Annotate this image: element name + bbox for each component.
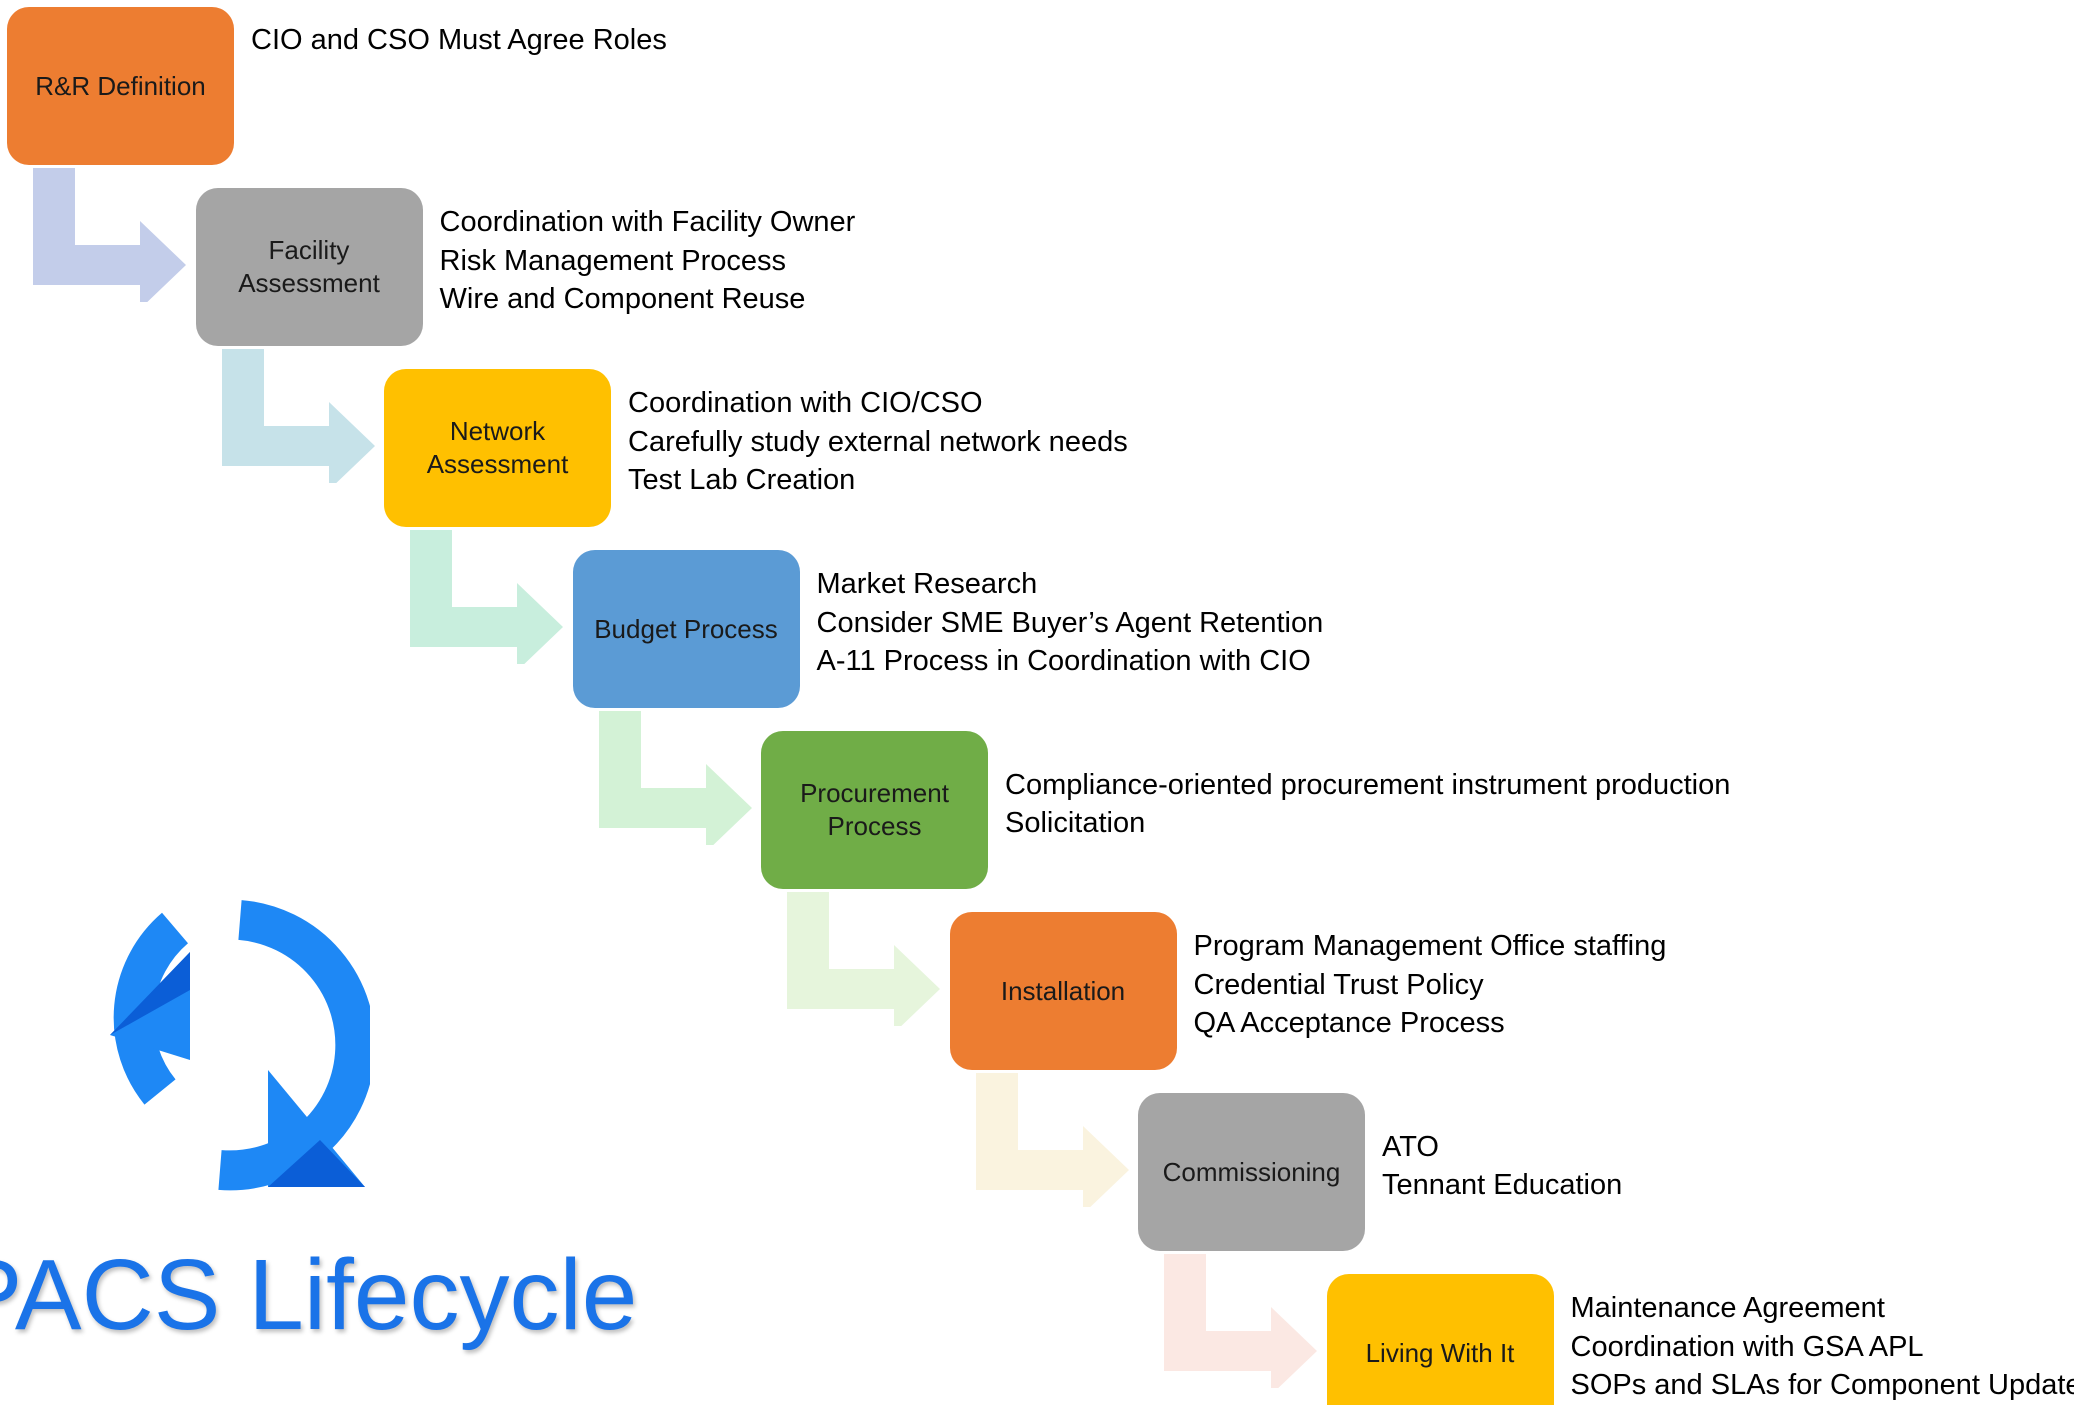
connector-arrow xyxy=(221,349,375,483)
step-label: Budget Process xyxy=(594,613,778,644)
note-item: CIO and CSO Must Agree Roles xyxy=(251,24,667,56)
connector-arrow xyxy=(787,892,940,1026)
note-item: Coordination with GSA APL xyxy=(1570,1330,1924,1363)
connector-arrow xyxy=(1164,1254,1317,1388)
note-item: SOPs and SLAs for Component Updates xyxy=(1570,1369,2074,1402)
step-box-living-with-it: Living With It xyxy=(1326,1274,1554,1405)
note-item: Coordination with CIO/CSO xyxy=(628,387,983,420)
note-item: Carefully study external network needs xyxy=(628,425,1128,458)
step-box-installation: Installation xyxy=(949,912,1177,1070)
note-item: Credential Trust Policy xyxy=(1193,968,1484,1001)
step-notes-commissioning: ATO Tennant Education xyxy=(1382,1128,1622,1205)
step-box-network-assessment: Network Assessment xyxy=(384,369,611,527)
step-label: Network Assessment xyxy=(426,416,569,479)
note-item: Wire and Component Reuse xyxy=(439,283,806,316)
step-label: Procurement Process xyxy=(800,778,949,841)
step-box-facility-assessment: Facility Assessment xyxy=(195,188,423,346)
step-box-budget-process: Budget Process xyxy=(572,550,800,708)
note-item: Market Research xyxy=(816,568,1038,601)
note-item: QA Acceptance Process xyxy=(1193,1007,1505,1040)
connector-arrow xyxy=(33,168,186,302)
refresh-cycle-icon xyxy=(110,900,370,1191)
note-item: Test Lab Creation xyxy=(628,464,856,497)
step-box-procurement-process: Procurement Process xyxy=(761,731,988,889)
page-title: al PACS Lifecycle xyxy=(0,1239,638,1351)
note-item: Tennant Education xyxy=(1382,1169,1623,1201)
note-item: ATO xyxy=(1382,1130,1439,1163)
note-item: Coordination with Facility Owner xyxy=(439,206,856,239)
step-label: R&R Definition xyxy=(35,70,206,101)
note-item: Maintenance Agreement xyxy=(1570,1292,1885,1325)
connector-arrow xyxy=(975,1073,1129,1207)
connector-arrow xyxy=(598,711,752,845)
note-item: Compliance-oriented procurement instrume… xyxy=(1005,768,1731,801)
step-notes-rr-definition: CIO and CSO Must Agree Roles xyxy=(251,21,667,60)
note-item: Consider SME Buyer’s Agent Retention xyxy=(816,606,1324,639)
step-label: Living With It xyxy=(1365,1337,1515,1368)
note-item: A-11 Process in Coordination with CIO xyxy=(816,645,1311,678)
step-box-rr-definition: R&R Definition xyxy=(7,7,234,165)
step-notes-procurement-process: Compliance-oriented procurement instrume… xyxy=(1005,766,1730,843)
note-item: Solicitation xyxy=(1005,807,1146,839)
note-item: Program Management Office staffing xyxy=(1193,930,1667,963)
step-label: Commissioning xyxy=(1162,1156,1341,1187)
note-item: Risk Management Process xyxy=(439,244,787,277)
connector-arrow xyxy=(410,530,563,664)
step-notes-network-assessment: Coordination with CIO/CSO Carefully study… xyxy=(628,384,1128,500)
step-label: Installation xyxy=(1000,975,1126,1006)
step-box-commissioning: Commissioning xyxy=(1138,1093,1365,1251)
step-label: Facility Assessment xyxy=(238,235,380,298)
